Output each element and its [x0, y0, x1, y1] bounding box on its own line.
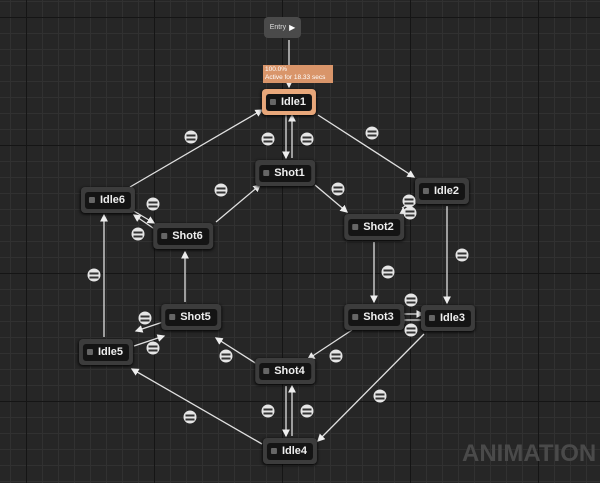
- state-label: Idle2: [433, 185, 460, 197]
- state-icon: [270, 448, 277, 454]
- state-node-shot4[interactable]: Shot4: [255, 358, 315, 384]
- transition-rule-icon[interactable]: [381, 265, 395, 279]
- entry-node[interactable]: Entry▶: [264, 17, 301, 38]
- transition-rule-icon[interactable]: [455, 248, 469, 262]
- transition-rule-icon[interactable]: [184, 130, 198, 144]
- state-icon: [88, 197, 95, 203]
- transition-rule-icon[interactable]: [146, 341, 160, 355]
- transition-rule-icon[interactable]: [214, 183, 228, 197]
- state-node-shot6[interactable]: Shot6: [153, 223, 213, 249]
- transition-rule-icon[interactable]: [131, 227, 145, 241]
- transition-rule-icon[interactable]: [404, 293, 418, 307]
- transition-arrow: [134, 320, 167, 333]
- state-label: Shot1: [274, 167, 305, 179]
- state-icon: [263, 368, 270, 374]
- state-node-idle4[interactable]: Idle4: [262, 438, 318, 464]
- state-icon: [352, 224, 359, 230]
- state-label: Idle4: [281, 445, 308, 457]
- transition-rule-icon[interactable]: [219, 349, 233, 363]
- state-icon: [428, 315, 435, 321]
- play-icon: ▶: [289, 23, 296, 32]
- state-label: Shot5: [180, 311, 211, 323]
- transition-rule-icon[interactable]: [402, 194, 416, 208]
- transition-arrow: [215, 184, 261, 223]
- state-label: Idle6: [99, 194, 126, 206]
- state-node-idle2[interactable]: Idle2: [414, 178, 470, 204]
- state-tooltip: 100.0%Active for 18.33 secs: [263, 65, 333, 83]
- state-label: Shot6: [172, 230, 203, 242]
- transition-arrow: [133, 334, 166, 347]
- state-label: Shot3: [363, 311, 394, 323]
- state-label: Idle5: [97, 346, 124, 358]
- state-node-idle5[interactable]: Idle5: [78, 339, 134, 365]
- watermark: ANIMATION: [462, 440, 597, 467]
- state-label: Shot4: [274, 365, 305, 377]
- transition-rule-icon[interactable]: [300, 132, 314, 146]
- state-node-shot5[interactable]: Shot5: [161, 304, 221, 330]
- transition-arrow: [314, 184, 348, 213]
- tooltip-percent: 100.0%: [265, 66, 288, 73]
- state-node-shot3[interactable]: Shot3: [344, 304, 404, 330]
- transition-arrow: [317, 333, 425, 442]
- transition-rule-icon[interactable]: [365, 126, 379, 140]
- tooltip-active-for: Active for 18.33 secs: [265, 74, 326, 81]
- entry-label: Entry: [269, 24, 287, 31]
- state-node-shot2[interactable]: Shot2: [344, 214, 404, 240]
- state-node-idle6[interactable]: Idle6: [80, 187, 136, 213]
- transition-rule-icon[interactable]: [329, 349, 343, 363]
- state-icon: [169, 314, 176, 320]
- transition-arrow: [214, 337, 261, 367]
- transition-rule-icon[interactable]: [146, 197, 160, 211]
- state-node-shot1[interactable]: Shot1: [255, 160, 315, 186]
- transition-arrow: [130, 368, 263, 445]
- state-node-idle3[interactable]: Idle3: [420, 305, 476, 331]
- state-node-idle1[interactable]: Idle1: [261, 89, 317, 115]
- state-icon: [269, 99, 276, 105]
- state-label: Shot2: [363, 221, 394, 233]
- state-icon: [263, 170, 270, 176]
- transition-arrow: [132, 214, 157, 231]
- state-label: Idle1: [280, 96, 307, 108]
- transition-arrow: [129, 109, 264, 188]
- transition-rule-icon[interactable]: [403, 206, 417, 220]
- transition-arrow: [306, 329, 353, 360]
- transition-rule-icon[interactable]: [87, 268, 101, 282]
- transition-rule-icon[interactable]: [261, 132, 275, 146]
- transition-rule-icon[interactable]: [261, 404, 275, 418]
- transition-rule-icon[interactable]: [373, 389, 387, 403]
- state-icon: [422, 188, 429, 194]
- state-label: Idle3: [439, 312, 466, 324]
- state-icon: [86, 349, 93, 355]
- state-icon: [161, 233, 168, 239]
- transition-rule-icon[interactable]: [404, 323, 418, 337]
- transition-rule-icon[interactable]: [300, 404, 314, 418]
- transition-arrow: [317, 114, 416, 178]
- transition-rule-icon[interactable]: [183, 410, 197, 424]
- transition-arrow: [131, 209, 156, 224]
- transition-rule-icon[interactable]: [331, 182, 345, 196]
- transition-rule-icon[interactable]: [138, 311, 152, 325]
- state-icon: [352, 314, 359, 320]
